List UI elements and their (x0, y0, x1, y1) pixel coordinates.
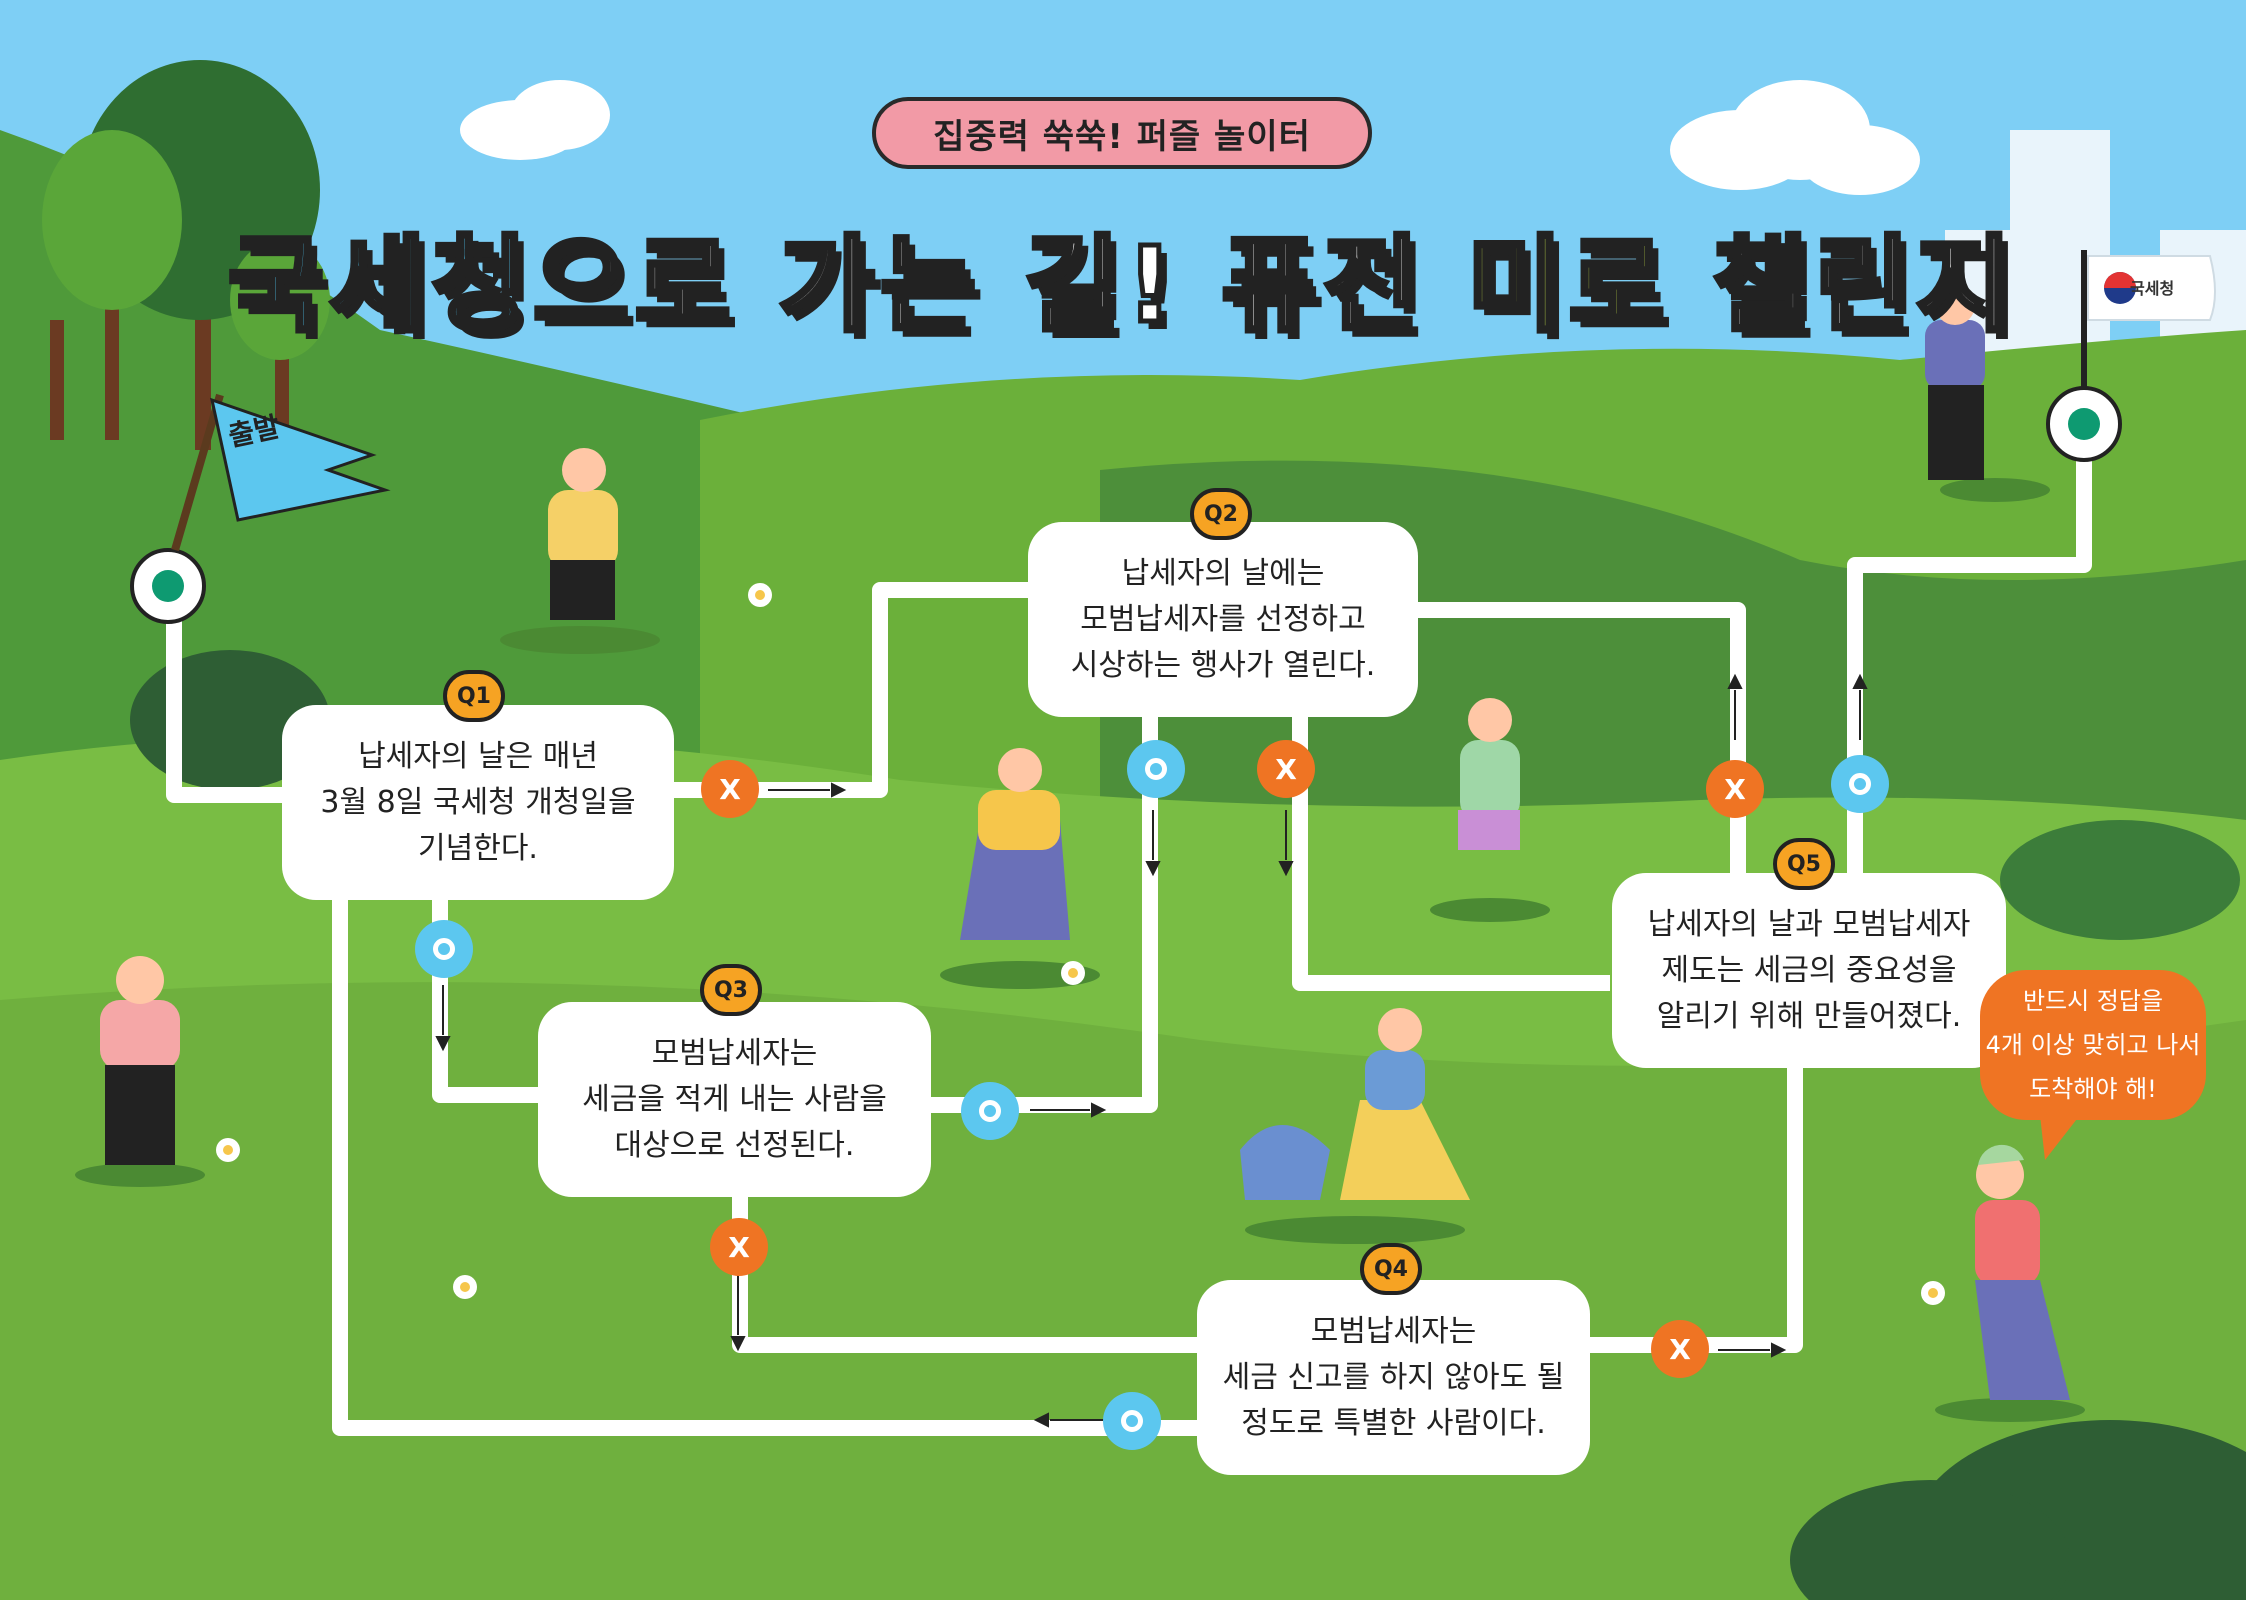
o-mark-q5 (1831, 755, 1889, 813)
person-figure (500, 448, 660, 654)
person-figure (1240, 1008, 1470, 1244)
o-mark-q2 (1127, 740, 1185, 798)
destination-label: 국세청 (2130, 279, 2175, 298)
o-mark-q1 (415, 920, 473, 978)
tree-icon (42, 60, 330, 450)
question-q4: 모범납세자는 세금 신고를 하지 않아도 될 정도로 특별한 사람이다. (1197, 1280, 1590, 1475)
question-q3: 모범납세자는 세금을 적게 내는 사람을 대상으로 선정된다. (538, 1002, 931, 1197)
title-end: 챌린지 (1670, 222, 2018, 349)
question-q5: 납세자의 날과 모범납세자 제도는 세금의 중요성을 알리기 위해 만들어졌다. (1612, 873, 2006, 1068)
question-tag-q2: Q2 (1190, 488, 1252, 540)
x-mark-q5: X (1706, 760, 1764, 818)
question-q2: 납세자의 날에는 모범납세자를 선정하고 시상하는 행사가 열린다. (1028, 522, 1418, 717)
person-figure (75, 956, 205, 1187)
person-figure (1935, 1144, 2085, 1422)
start-node (130, 548, 206, 624)
title-highlight-maze: 미로 (1465, 222, 1671, 349)
question-tag-q4: Q4 (1360, 1243, 1422, 1295)
person-figure (1430, 698, 1550, 922)
bush-icon (2000, 820, 2240, 940)
goal-flag-icon (2087, 255, 2216, 321)
x-mark-q4: X (1651, 1320, 1709, 1378)
o-mark-q3 (961, 1082, 1019, 1140)
maze-path (166, 420, 2092, 1436)
arrow-icon (435, 673, 1868, 1428)
page-title: 국세청으로 가는 길! 퓨전 미로 챌린지 (0, 200, 2246, 351)
title-highlight-nts: 국세청 (226, 222, 534, 349)
start-flag-icon (171, 393, 391, 552)
o-mark-q4 (1103, 1392, 1161, 1450)
question-q1: 납세자의 날은 매년 3월 8일 국세청 개청일을 기념한다. (282, 705, 674, 900)
cloud-icon (460, 80, 1920, 195)
person-figure (940, 748, 1100, 989)
question-tag-q5: Q5 (1773, 838, 1835, 890)
person-figure (1925, 285, 2050, 502)
question-tag-q3: Q3 (700, 964, 762, 1016)
title-middle: 으로 가는 길! 퓨전 (531, 222, 1468, 349)
x-mark-q1: X (701, 760, 759, 818)
goal-node (2046, 250, 2122, 462)
hint-speech-bubble: 반드시 정답을 4개 이상 맞히고 나서 도착해야 해! (1980, 970, 2206, 1120)
header-badge: 집중력 쑥쑥! 퍼즐 놀이터 (872, 97, 1372, 169)
bush-icon (1790, 1480, 2070, 1600)
question-tag-q1: Q1 (443, 670, 505, 722)
x-mark-q3: X (710, 1218, 768, 1276)
x-mark-q2: X (1257, 740, 1315, 798)
